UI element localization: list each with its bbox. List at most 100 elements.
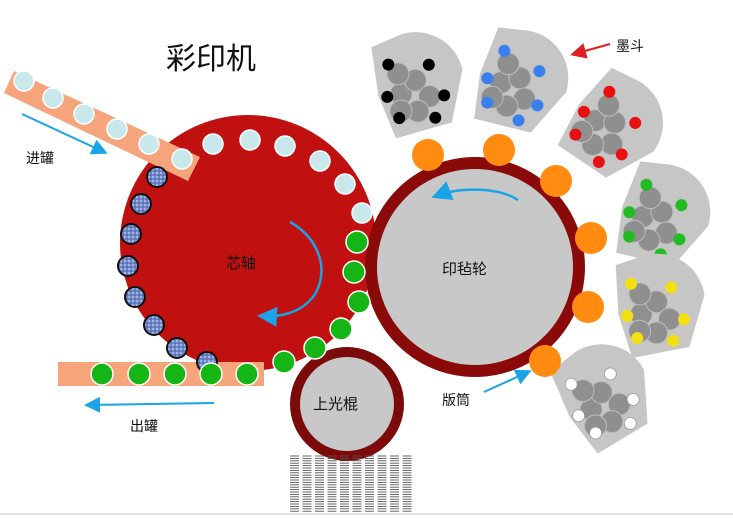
ink-roller [589,380,613,404]
blanket-rotation-arrow [431,181,519,202]
can-printed [342,260,366,284]
plate-cylinder-4 [575,222,607,254]
can-blank [138,133,160,155]
mandrel-rotation-arrow [257,220,323,327]
can-blank [274,135,296,157]
ink-fountain-units [371,27,711,454]
ink-dot [498,44,511,57]
ink-dot [603,367,617,381]
can-blank [106,118,128,140]
can-printed [235,362,259,386]
ink-dot [626,393,640,406]
ink-fountain-unit-4 [616,161,711,267]
can-printed [163,362,187,386]
ink-dot [675,199,688,212]
varnish-sheets-icon [290,455,412,512]
plate-cylinder-arrow [483,369,532,393]
can-blank [334,173,356,195]
ink-dot [382,58,395,71]
ink-dot [603,85,616,98]
ink-fountain-unit-6 [550,344,648,454]
can-blank [73,103,95,125]
blanket-wheel [365,157,585,377]
ink-dot [625,277,638,290]
cans [13,70,373,386]
outfeed-arrow [84,396,215,413]
plate-cylinder-2 [483,134,515,166]
outfeed-label: 出罐 [130,419,158,435]
page-title: 彩印机 [166,42,256,77]
ink-dot [481,72,494,85]
ink-dot [481,96,494,109]
can-printed [329,317,353,341]
ink-dot [673,233,686,246]
can-printed [347,290,371,314]
can-mandrel [117,255,139,277]
ink-dot [665,281,678,294]
mandrel-wheel-label: 芯轴 [226,254,257,272]
can-mandrel [130,193,152,215]
ink-dot [512,114,525,127]
can-mandrel [143,314,165,336]
ink-dot [623,230,636,243]
outfeed-conveyor [58,362,264,386]
ink-dot [438,89,451,102]
ink-roller [638,186,662,210]
ink-dot [615,148,628,161]
ink-fountain-unit-2 [474,27,569,133]
can-mandrel [120,223,142,245]
ink-dot [592,155,605,168]
can-mandrel [146,166,168,188]
ink-dot [629,116,642,129]
can-printed [345,230,369,254]
can-blank [239,129,261,151]
ink-dot [621,309,634,322]
plate-cylinder-5 [572,291,604,323]
ink-fountain-arrow [570,43,611,59]
ink-roller [496,52,520,76]
ink-dot [589,426,602,440]
ink-dot [678,313,691,326]
can-mandrel [124,286,146,308]
ink-roller [603,111,627,135]
ink-fountain-label: 墨斗 [616,39,644,55]
varnish-roller [290,347,404,461]
ink-dot [640,178,653,191]
ink-roller [403,68,427,92]
plate-cylinder-label: 版筒 [442,393,470,409]
ink-dot [429,111,442,124]
ink-dot [531,99,544,112]
ink-fountain-unit-3 [557,67,663,178]
can-printed [90,362,114,386]
infeed-arrow [21,113,108,155]
ink-dot [569,128,582,141]
ink-dot [577,105,590,118]
can-printed [199,362,223,386]
plate-cylinder-1 [412,139,444,171]
blanket-wheel-label: 印毡轮 [442,260,488,278]
can-blank [309,150,331,172]
can-blank [202,133,224,155]
ink-fountain-unit-5 [615,253,705,359]
ink-dot [623,416,637,430]
plate-cylinders [412,134,607,377]
ink-dot [533,65,546,78]
ink-roller [597,93,621,117]
ink-dot [623,206,636,219]
varnish-roller-label: 上光棍 [313,395,359,413]
plate-cylinder-3 [540,165,572,197]
can-mandrel [166,337,188,359]
ink-dot [564,377,578,391]
can-blank [351,202,373,224]
ink-fountain-unit-1 [371,32,463,139]
can-printed [303,336,327,360]
ink-dot [667,334,680,347]
can-blank [42,87,64,109]
ink-dot [381,90,394,103]
infeed-label: 进罐 [26,151,54,167]
can-printed [127,362,151,386]
ink-dot [631,332,644,345]
ink-dot [572,409,585,423]
ink-dot [422,58,435,71]
